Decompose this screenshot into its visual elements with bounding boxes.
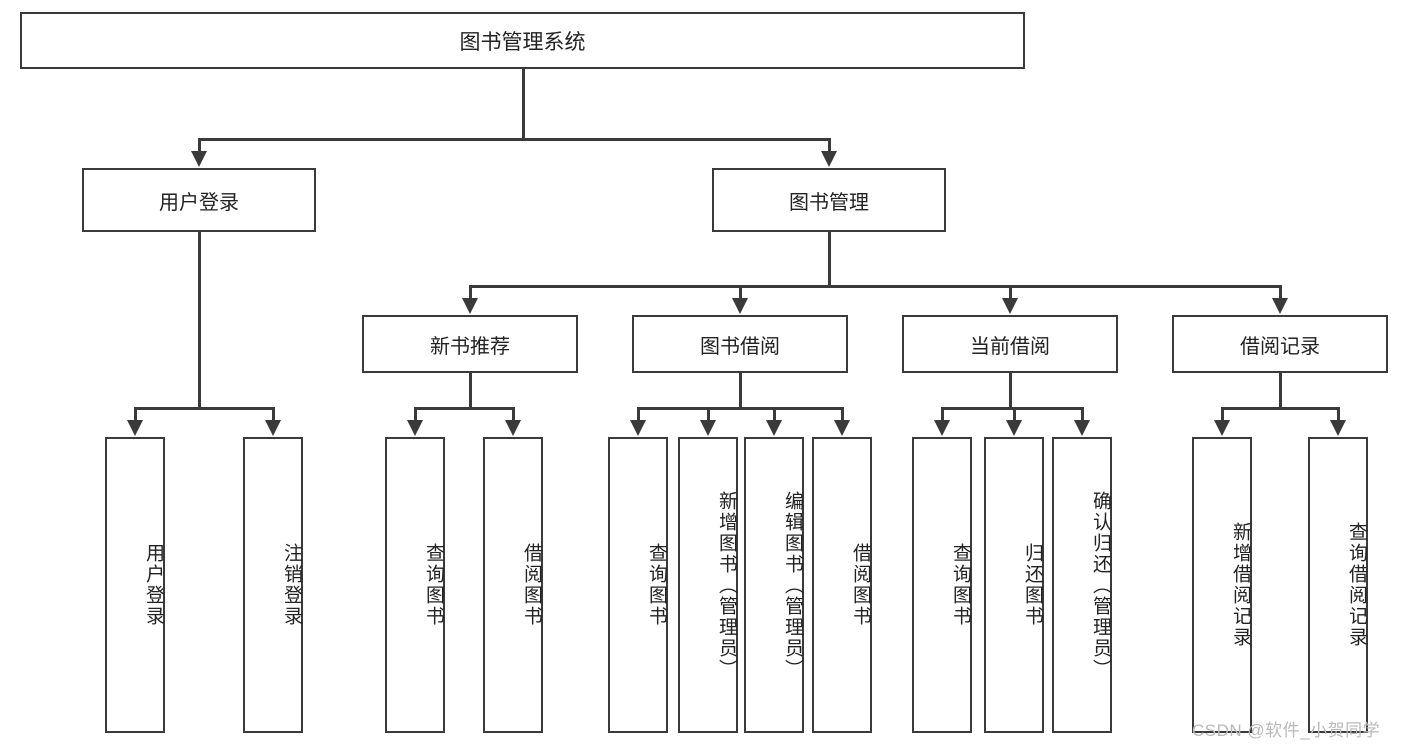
- csdn-watermark: CSDN @软件_小贺同学: [1192, 721, 1381, 740]
- node-label: 借阅记录: [1240, 335, 1320, 358]
- node-leaf-13[interactable]: 查询借阅记录: [1308, 437, 1368, 733]
- edge-stem-user-login: [198, 232, 201, 407]
- arrowhead-new-book-rec: [462, 298, 478, 314]
- node-label: 新增借阅记录: [1230, 522, 1251, 648]
- edge-bus-new-book-rec: [415, 407, 513, 410]
- edge-drop-leaf-1: [134, 407, 137, 421]
- node-leaf-2[interactable]: 注销登录: [243, 437, 303, 733]
- edge-drop-leaf-10: [1013, 407, 1016, 421]
- arrowhead-leaf-4: [505, 420, 521, 436]
- arrowhead-leaf-6: [700, 420, 716, 436]
- node-borrow-rec[interactable]: 借阅记录: [1172, 315, 1388, 373]
- node-label: 用户登录: [143, 543, 164, 627]
- edge-drop-leaf-5: [637, 407, 640, 421]
- arrowhead-leaf-5: [630, 420, 646, 436]
- node-label: 新增图书（管理员）: [716, 490, 737, 680]
- node-label: 查询图书: [423, 543, 444, 627]
- arrowhead-leaf-1: [127, 420, 143, 436]
- edge-drop-leaf-3: [414, 407, 417, 421]
- node-label: 归还图书: [1022, 543, 1043, 627]
- arrowhead-user-login: [191, 151, 207, 167]
- edge-drop-borrow-rec: [1279, 285, 1282, 299]
- arrowhead-borrow-rec: [1272, 298, 1288, 314]
- arrowhead-leaf-12: [1214, 420, 1230, 436]
- edge-stem-borrow-rec: [1279, 373, 1282, 407]
- node-label: 借阅图书: [850, 543, 871, 627]
- node-root[interactable]: 图书管理系统: [20, 12, 1025, 69]
- node-book-manage[interactable]: 图书管理: [712, 168, 946, 232]
- node-label: 确认归还（管理员）: [1090, 490, 1111, 680]
- arrowhead-book-borrow: [732, 298, 748, 314]
- arrowhead-book-manage: [821, 151, 837, 167]
- edge-drop-leaf-13: [1337, 407, 1340, 421]
- node-label: 查询图书: [646, 543, 667, 627]
- node-label: 查询借阅记录: [1346, 522, 1367, 648]
- node-cur-borrow[interactable]: 当前借阅: [902, 315, 1118, 373]
- edge-drop-book-borrow: [739, 285, 742, 299]
- node-label: 借阅图书: [521, 543, 542, 627]
- edge-drop-user-login: [198, 138, 201, 152]
- node-leaf-10[interactable]: 归还图书: [984, 437, 1044, 733]
- arrowhead-leaf-13: [1330, 420, 1346, 436]
- node-label: 当前借阅: [970, 335, 1050, 358]
- node-leaf-8[interactable]: 借阅图书: [812, 437, 872, 733]
- edge-bus-book-borrow: [638, 407, 842, 410]
- edge-drop-leaf-2: [272, 407, 275, 421]
- node-label: 编辑图书（管理员）: [782, 490, 803, 680]
- arrowhead-leaf-11: [1074, 420, 1090, 436]
- node-label: 新书推荐: [430, 335, 510, 358]
- node-label: 图书管理系统: [459, 30, 586, 54]
- arrowhead-cur-borrow: [1002, 298, 1018, 314]
- node-leaf-4[interactable]: 借阅图书: [483, 437, 543, 733]
- node-leaf-7[interactable]: 编辑图书（管理员）: [744, 437, 804, 733]
- node-user-login[interactable]: 用户登录: [82, 168, 316, 232]
- node-label: 查询图书: [950, 543, 971, 627]
- edge-stem-root: [522, 69, 525, 138]
- node-book-borrow[interactable]: 图书借阅: [632, 315, 848, 373]
- node-label: 图书管理: [789, 191, 869, 214]
- node-leaf-12[interactable]: 新增借阅记录: [1192, 437, 1252, 733]
- arrowhead-leaf-8: [834, 420, 850, 436]
- edge-drop-book-manage: [828, 138, 831, 152]
- edge-bus-root: [199, 138, 829, 141]
- edge-bus-cur-borrow: [942, 407, 1082, 410]
- node-leaf-11[interactable]: 确认归还（管理员）: [1052, 437, 1112, 733]
- edge-drop-leaf-9: [941, 407, 944, 421]
- edge-bus-borrow-rec: [1222, 407, 1338, 410]
- edge-drop-cur-borrow: [1009, 285, 1012, 299]
- node-leaf-9[interactable]: 查询图书: [912, 437, 972, 733]
- edge-stem-book-borrow: [739, 373, 742, 407]
- node-leaf-5[interactable]: 查询图书: [608, 437, 668, 733]
- edge-stem-new-book-rec: [469, 373, 472, 407]
- edge-stem-cur-borrow: [1009, 373, 1012, 407]
- arrowhead-leaf-9: [934, 420, 950, 436]
- edge-drop-leaf-8: [841, 407, 844, 421]
- edge-stem-book-manage: [828, 232, 831, 285]
- node-label: 图书借阅: [700, 335, 780, 358]
- node-leaf-1[interactable]: 用户登录: [105, 437, 165, 733]
- node-leaf-3[interactable]: 查询图书: [385, 437, 445, 733]
- node-new-book-rec[interactable]: 新书推荐: [362, 315, 578, 373]
- arrowhead-leaf-10: [1006, 420, 1022, 436]
- arrowhead-leaf-7: [766, 420, 782, 436]
- node-leaf-6[interactable]: 新增图书（管理员）: [678, 437, 738, 733]
- edge-drop-leaf-11: [1081, 407, 1084, 421]
- edge-drop-leaf-12: [1221, 407, 1224, 421]
- edge-drop-leaf-6: [707, 407, 710, 421]
- edge-drop-new-book-rec: [469, 285, 472, 299]
- arrowhead-leaf-3: [407, 420, 423, 436]
- edge-bus-book-manage: [470, 285, 1280, 288]
- edge-bus-user-login: [135, 407, 273, 410]
- edge-drop-leaf-7: [773, 407, 776, 421]
- node-label: 用户登录: [159, 191, 239, 214]
- edge-drop-leaf-4: [512, 407, 515, 421]
- node-label: 注销登录: [281, 543, 302, 627]
- arrowhead-leaf-2: [265, 420, 281, 436]
